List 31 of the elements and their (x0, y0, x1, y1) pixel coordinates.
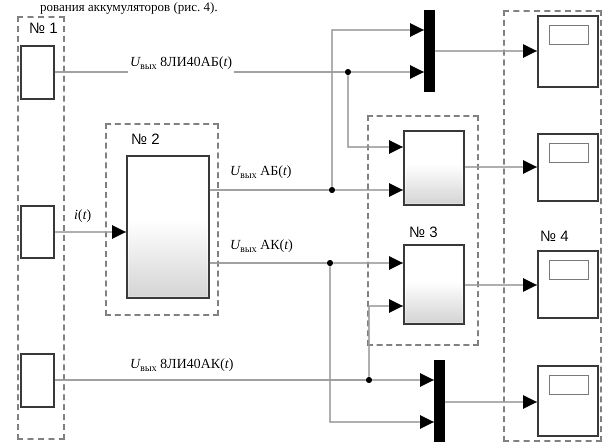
mux-bar (434, 360, 445, 442)
group-label: № 2 (131, 132, 160, 148)
group-label: № 4 (540, 229, 569, 245)
dashed-group-frame (17, 16, 65, 440)
group-label: № 3 (409, 225, 438, 241)
signal-arrow (445, 395, 537, 409)
mux-bar (424, 10, 435, 92)
scope-block (537, 133, 599, 202)
edge-label: i(t) (72, 208, 94, 224)
signal-arrow (435, 44, 537, 58)
signal-arrow (465, 160, 537, 174)
subsystem-block (403, 130, 465, 206)
signal-arrow (210, 183, 403, 197)
subsystem-block (126, 155, 210, 299)
subsystem-block (403, 244, 465, 325)
scope-block (537, 250, 599, 319)
source-block (20, 205, 55, 259)
source-block (20, 45, 55, 100)
scope-block (537, 365, 599, 437)
dashed-group-frame (367, 115, 479, 346)
group-label: № 1 (29, 21, 58, 37)
scope-block (537, 15, 599, 88)
dashed-group-frame (105, 123, 219, 316)
text-fragment: рования аккумуляторов (рис. 4). (40, 0, 218, 14)
signal-arrow (465, 278, 537, 292)
signal-arrow (210, 262, 434, 429)
dashed-group-frame (503, 10, 602, 442)
source-block (20, 353, 55, 408)
signal-arrow (55, 225, 126, 239)
edge-label: U$_{вых}$ 8ЛИ40АБ(t) (128, 55, 234, 75)
signal-arrow (55, 299, 403, 381)
